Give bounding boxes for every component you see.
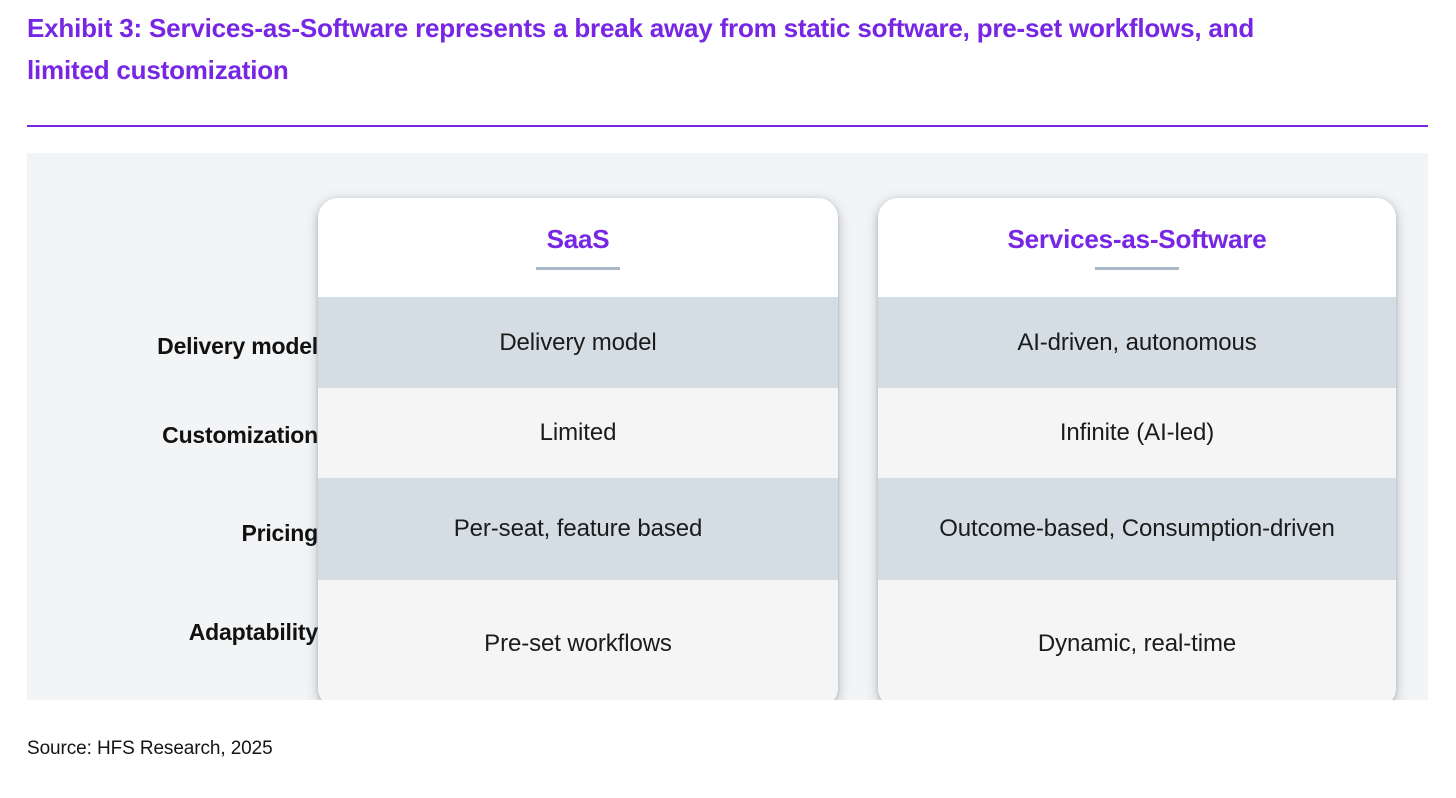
card-header-title-saas: SaaS — [546, 223, 610, 254]
card-header-title-services-as-software: Services-as-Software — [1007, 223, 1267, 254]
comparison-panel: Delivery model Customization Pricing Ada… — [27, 153, 1428, 700]
column-card-services-as-software[interactable]: Services-as-Software AI-driven, autonomo… — [878, 198, 1396, 700]
row-label-pricing: Pricing — [241, 520, 318, 546]
card-header-rule-services-as-software — [1095, 267, 1179, 271]
title-divider-rule — [27, 125, 1428, 127]
exhibit-title: Exhibit 3: Services-as-Software represen… — [27, 13, 1255, 85]
row-label-adaptability: Adaptability — [188, 619, 318, 645]
cell-saas-delivery-model: Delivery model — [318, 297, 838, 388]
cell-sas-pricing: Outcome-based, Consumption-driven — [878, 478, 1396, 580]
row-label-delivery-model: Delivery model — [157, 333, 318, 359]
source-note: Source: HFS Research, 2025 — [27, 738, 273, 759]
cell-saas-adaptability: Pre-set workflows — [318, 580, 838, 700]
card-header-services-as-software: Services-as-Software — [878, 198, 1396, 297]
card-header-rule-saas — [536, 267, 620, 271]
cell-sas-delivery-model: AI-driven, autonomous — [878, 297, 1396, 388]
card-header-saas: SaaS — [318, 198, 838, 297]
cell-sas-adaptability: Dynamic, real-time — [878, 580, 1396, 700]
row-label-customization: Customization — [162, 422, 318, 448]
row-label-column: Delivery model Customization Pricing Ada… — [27, 153, 318, 700]
cell-sas-customization: Infinite (AI-led) — [878, 388, 1396, 478]
cell-saas-customization: Limited — [318, 388, 838, 478]
cell-saas-pricing: Per-seat, feature based — [318, 478, 838, 580]
column-card-saas[interactable]: SaaS Delivery model Limited Per-seat, fe… — [318, 198, 838, 700]
